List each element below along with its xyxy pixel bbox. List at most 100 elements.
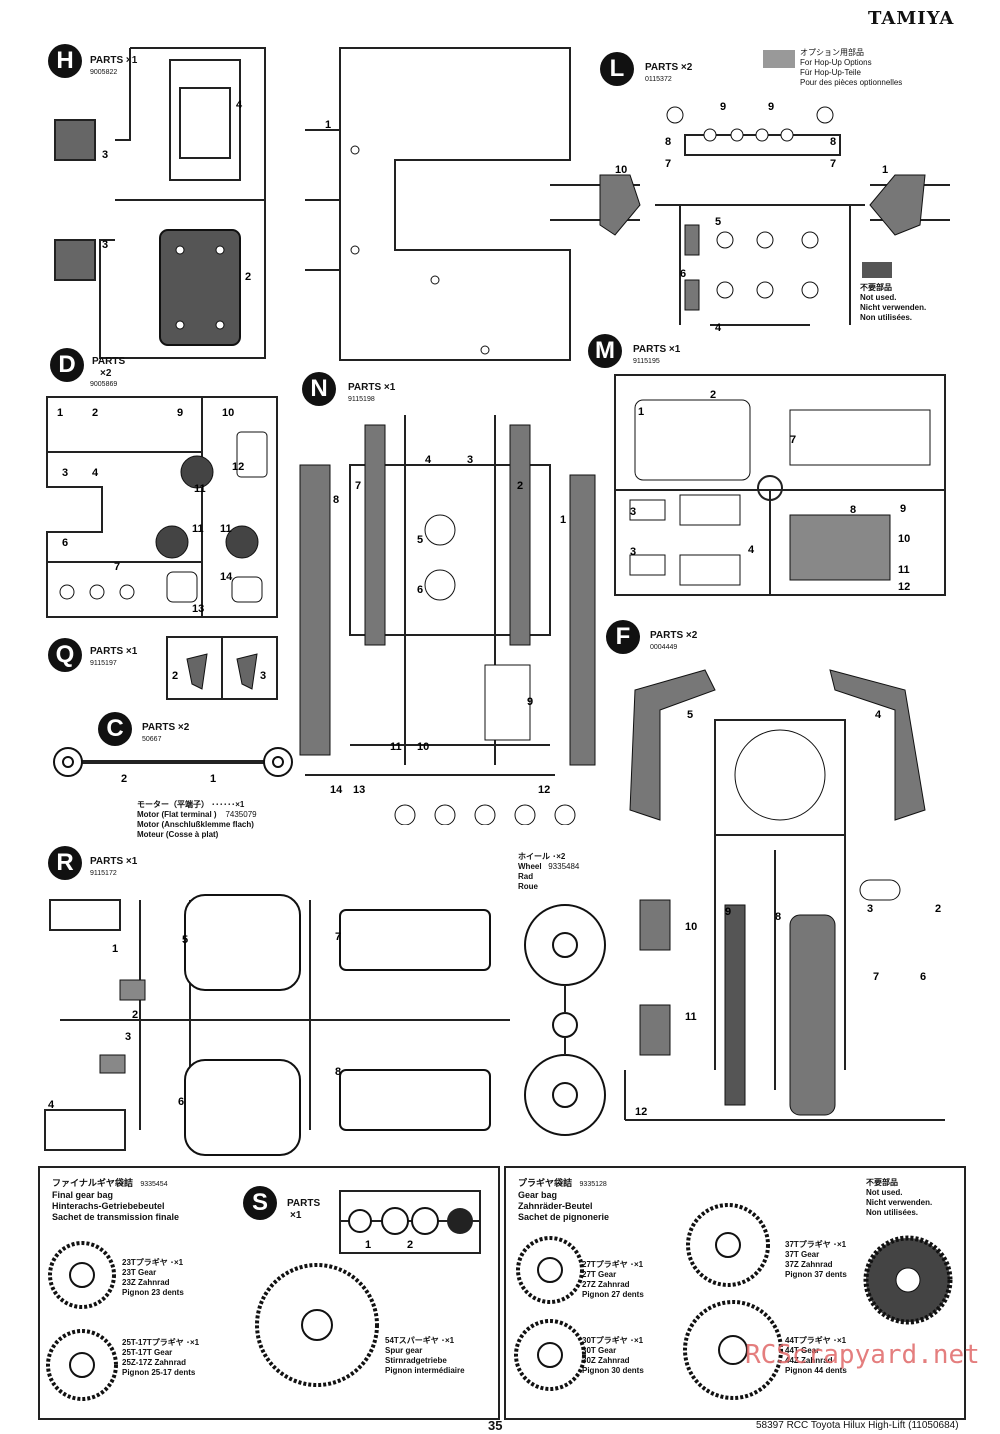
svg-text:2: 2 (710, 389, 716, 401)
svg-text:11: 11 (220, 523, 232, 535)
gear-bag-notused-fr: Non utilisées. (866, 1208, 919, 1217)
svg-text:6: 6 (417, 584, 423, 596)
section-d-code: 9005869 (90, 381, 118, 388)
section-r-code: 9115172 (90, 870, 117, 877)
sprue-r-diagram: 512 378 64 (44, 894, 510, 1156)
notused-swatch (862, 262, 892, 278)
gear-0-en: 27T Gear (582, 1270, 617, 1279)
final-gear-0-jp: 23Tプラギヤ ･×1 (122, 1258, 184, 1267)
final-gear-1-jp: 25T-17Tプラギヤ ･×1 (122, 1338, 200, 1347)
gear-3-jp: 44Tプラギヤ ･×1 (785, 1336, 847, 1345)
motor-de: Motor (Anschlußklemme flach) (137, 820, 254, 829)
svg-text:4: 4 (425, 454, 432, 466)
gear-bag-drawings (514, 1203, 953, 1400)
wheel-code: 9335484 (548, 862, 580, 871)
svg-text:12: 12 (232, 461, 244, 473)
notused-en: Not used. (860, 293, 897, 302)
final-gear-bag-fr: Sachet de transmission finale (52, 1212, 180, 1222)
svg-text:4: 4 (715, 322, 722, 334)
svg-text:8: 8 (830, 136, 836, 148)
hopup-de: Für Hop-Up-Teile (800, 68, 861, 77)
notused-jp: 不要部品 (860, 283, 892, 292)
gear-bag-code: 9335128 (579, 1181, 607, 1188)
svg-text:10: 10 (615, 164, 627, 176)
svg-text:3: 3 (62, 467, 68, 479)
wheel-en: Wheel (518, 862, 542, 871)
final-gear-bag-de: Hinterachs-Getriebebeutel (52, 1201, 165, 1211)
final-gear-2-de: Stirnradgetriebe (385, 1356, 447, 1365)
gear-3-en: 44T Gear (785, 1346, 820, 1355)
svg-text:10: 10 (417, 741, 429, 753)
svg-text:1: 1 (365, 1239, 371, 1251)
svg-text:2: 2 (407, 1239, 413, 1251)
svg-text:6: 6 (62, 537, 68, 549)
wheel-de: Rad (518, 872, 534, 881)
hopup-fr: Pour des pièces optionnelles (800, 78, 903, 87)
svg-text:12: 12 (538, 784, 550, 796)
svg-text:3: 3 (630, 506, 636, 518)
gear-1-en: 30T Gear (582, 1346, 617, 1355)
section-m-code: 9115195 (633, 358, 660, 365)
svg-text:9: 9 (768, 101, 774, 113)
final-gear-bag-en: Final gear bag (52, 1190, 114, 1200)
section-badge-h: H (48, 44, 82, 78)
wheel-jp: ホイール ･×2 (518, 852, 566, 861)
svg-text:12: 12 (635, 1106, 647, 1118)
final-gear-drawings (46, 1241, 379, 1401)
sprue-h-diagram: 43 32 (54, 47, 266, 359)
section-badge-m: M (588, 334, 622, 368)
svg-text:1: 1 (57, 407, 63, 419)
svg-text:10: 10 (685, 921, 697, 933)
svg-text:5: 5 (687, 709, 693, 721)
gear-bag-de: Zahnräder-Beutel (518, 1201, 593, 1211)
section-q-code: 9115197 (90, 660, 117, 667)
svg-text:3: 3 (125, 1031, 131, 1043)
section-q-title: PARTS ×1 (90, 646, 138, 657)
section-badge-n: N (302, 372, 336, 406)
section-d-title: PARTS (92, 356, 126, 367)
gear-bag-notused-de: Nicht verwenden. (866, 1198, 933, 1207)
svg-text:3: 3 (467, 454, 473, 466)
svg-text:12: 12 (898, 581, 910, 593)
svg-text:7: 7 (873, 971, 879, 983)
footer-model: 58397 RCC Toyota Hilux High-Lift (110506… (756, 1420, 959, 1431)
hopup-jp: オプション用部品 (800, 48, 864, 57)
gear-3-de: 44Z Zahnrad (785, 1356, 833, 1365)
svg-text:7: 7 (830, 158, 836, 170)
svg-text:6: 6 (680, 268, 686, 280)
svg-text:2: 2 (245, 271, 251, 283)
gear-2-fr: Pignon 37 dents (785, 1270, 847, 1279)
section-f-code: 0004449 (650, 644, 678, 651)
svg-text:5: 5 (417, 534, 423, 546)
gear-2-jp: 37Tプラギヤ ･×1 (785, 1240, 847, 1249)
svg-text:4: 4 (48, 1099, 55, 1111)
svg-text:7: 7 (355, 480, 361, 492)
gear-2-en: 37T Gear (785, 1250, 820, 1259)
svg-text:11: 11 (192, 523, 204, 535)
final-gear-1-fr: Pignon 25-17 dents (122, 1368, 196, 1377)
gear-bag-en: Gear bag (518, 1190, 558, 1200)
svg-text:3: 3 (867, 903, 873, 915)
page-number: 35 (488, 1418, 503, 1433)
svg-text:4: 4 (236, 99, 243, 111)
svg-text:3: 3 (102, 149, 108, 161)
svg-text:1: 1 (638, 406, 644, 418)
svg-text:11: 11 (685, 1011, 697, 1023)
notused-de: Nicht verwenden. (860, 303, 927, 312)
svg-text:8: 8 (850, 504, 856, 516)
svg-text:4: 4 (92, 467, 99, 479)
hopup-en: For Hop-Up Options (800, 58, 872, 67)
svg-text:9: 9 (177, 407, 183, 419)
gear-0-fr: Pignon 27 dents (582, 1290, 644, 1299)
svg-text:5: 5 (182, 934, 188, 946)
section-h-title: PARTS ×1 (90, 55, 138, 66)
final-gear-1-de: 25Z-17Z Zahnrad (122, 1358, 187, 1367)
section-badge-l: L (600, 52, 634, 86)
svg-text:8: 8 (335, 1066, 341, 1078)
